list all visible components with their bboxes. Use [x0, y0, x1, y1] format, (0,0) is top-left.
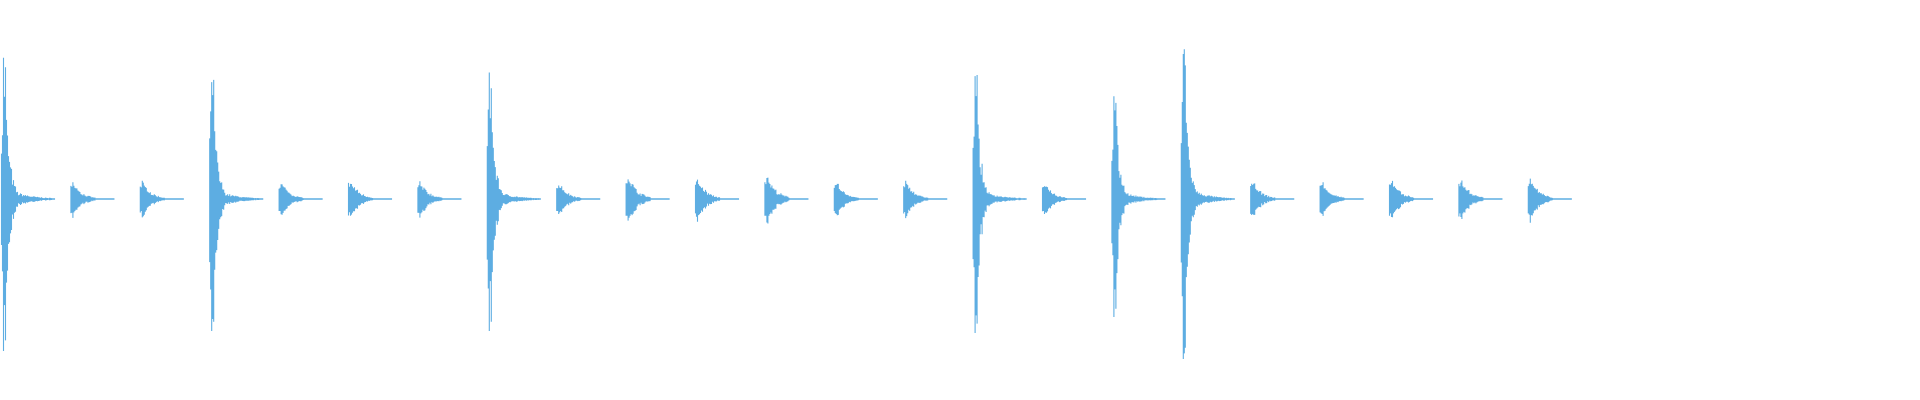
- waveform-transient: [694, 179, 740, 222]
- waveform-transient: [1388, 180, 1434, 218]
- waveform-transient: [486, 72, 541, 331]
- waveform-transient: [903, 180, 948, 219]
- waveform-transient: [417, 181, 462, 218]
- waveform-transient: [1041, 186, 1087, 214]
- waveform-transient: [1458, 180, 1503, 219]
- waveform-transient: [347, 182, 393, 216]
- waveform-transient: [0, 57, 56, 351]
- waveform-transient: [972, 75, 1027, 333]
- waveform-transient: [1111, 96, 1166, 317]
- waveform-transient: [139, 180, 184, 218]
- waveform-transient: [625, 179, 670, 221]
- waveform-transient: [70, 182, 115, 218]
- waveform-transient: [1180, 49, 1235, 359]
- waveform-transient: [1319, 182, 1364, 216]
- waveform-transient: [556, 185, 601, 214]
- waveform-transient: [833, 183, 878, 216]
- waveform-transient: [278, 184, 323, 215]
- waveform-transient: [1527, 178, 1572, 223]
- waveform-transient: [209, 79, 264, 331]
- waveform-transient: [1250, 183, 1295, 215]
- waveform-transient: [764, 177, 809, 224]
